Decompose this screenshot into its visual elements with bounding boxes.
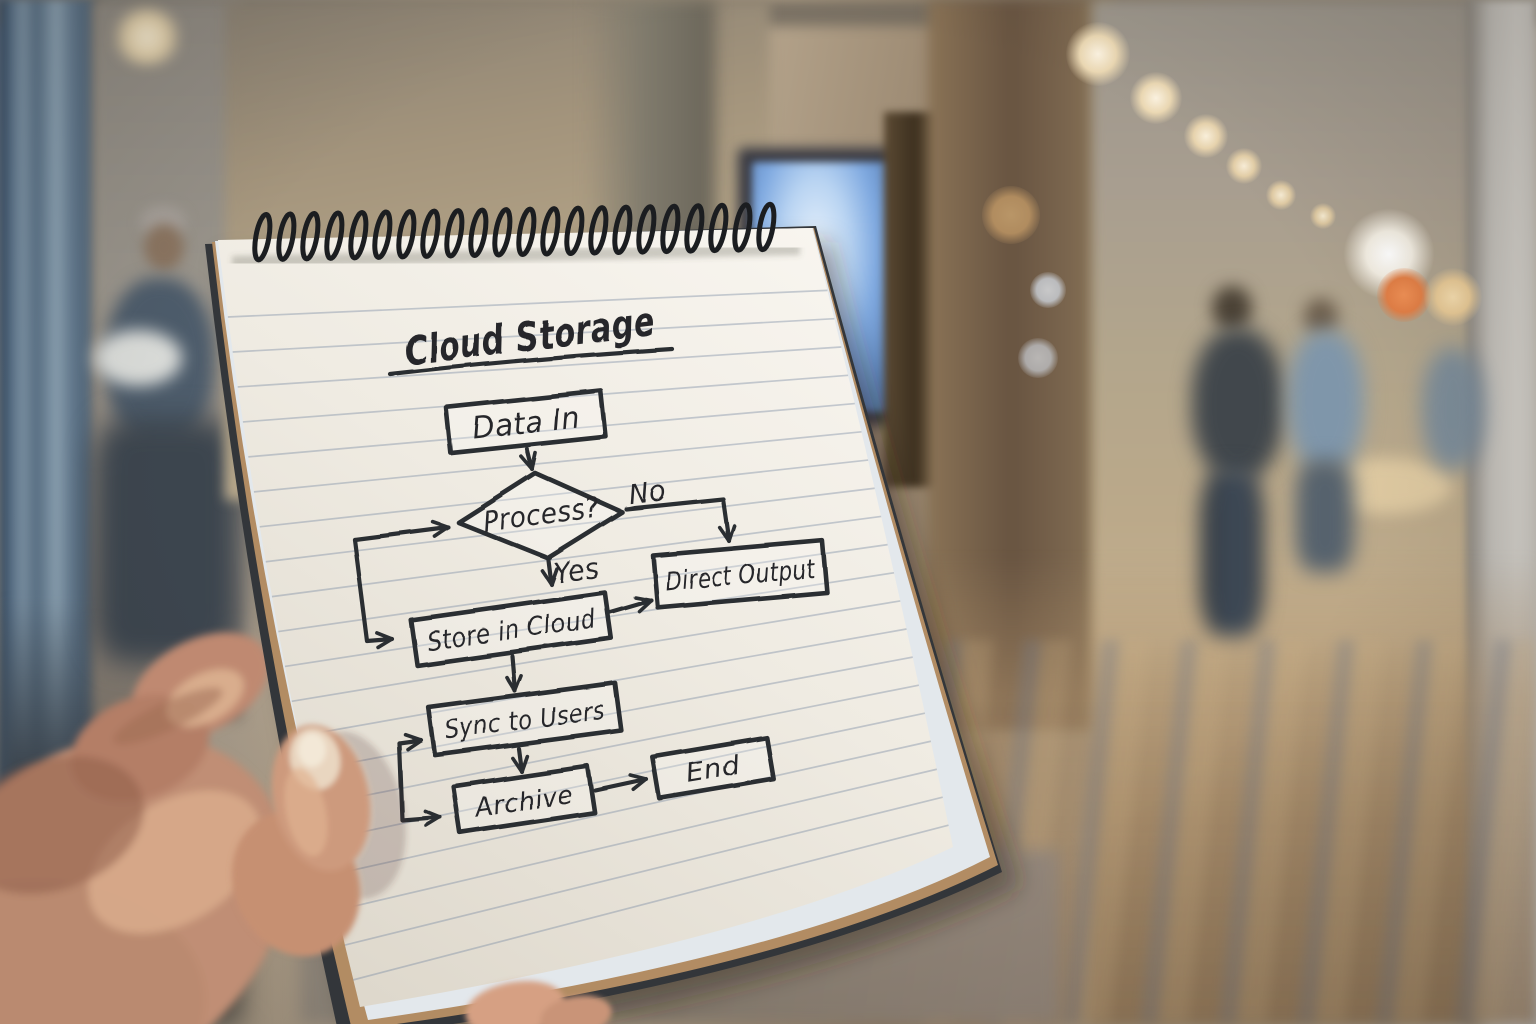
node-direct-output: Direct Output <box>650 538 830 610</box>
node-archive: Archive <box>450 763 597 836</box>
hand-behind-notebook <box>0 632 288 1024</box>
bokeh-light <box>1030 272 1066 308</box>
room-table-papers <box>94 330 182 386</box>
orange-exit-light <box>1377 268 1431 322</box>
walking-person-legs <box>1200 468 1264 636</box>
title-underline <box>387 346 675 377</box>
node-end: End <box>650 735 776 801</box>
flowchart: Cloud Storage Data In Process? Direct Ou… <box>351 299 830 836</box>
seated-person-head <box>144 224 184 270</box>
walking-person-head <box>1304 298 1338 336</box>
bokeh-light <box>1018 338 1058 378</box>
walking-person-body <box>1288 330 1364 472</box>
room-ceiling-light <box>110 8 184 66</box>
ceiling-light-icon <box>1184 114 1228 158</box>
warm-wall-sconce <box>1424 268 1482 326</box>
node-sync-to-users: Sync to Users <box>426 680 624 758</box>
node-data-in: Data In <box>443 388 609 456</box>
edge-lower-loop-to-sync <box>396 732 424 752</box>
ceiling-light-icon <box>1226 148 1262 184</box>
walking-person-body <box>1192 328 1284 480</box>
ceiling-light-icon <box>1266 180 1296 210</box>
hand-in-front <box>231 724 612 1024</box>
edge-store-to-direct-output <box>607 595 654 615</box>
binding-shadow <box>231 243 801 268</box>
node-store-in-cloud: Store in Cloud <box>408 590 614 668</box>
edge-left-loop-to-process <box>351 519 451 542</box>
spiral-binding <box>252 201 777 263</box>
edge-label-no: No <box>627 476 668 511</box>
ceiling-light-icon <box>1310 203 1336 229</box>
ceiling-light-icon <box>1066 22 1130 86</box>
edge-process-to-direct-output-no <box>623 496 736 544</box>
edge-archive-to-end <box>592 773 649 793</box>
edge-store-to-sync <box>504 653 523 694</box>
node-process: Process? <box>455 470 625 561</box>
walking-person-legs <box>1296 460 1354 572</box>
edge-label-yes: Yes <box>552 553 601 589</box>
edge-process-to-store-yes <box>540 557 559 587</box>
bokeh-light <box>982 186 1040 244</box>
walking-person-far <box>1422 348 1484 470</box>
edge-left-loop-to-store <box>351 536 395 650</box>
walking-person-head <box>1212 286 1252 330</box>
edge-sync-to-archive <box>510 745 529 774</box>
ceiling-light-icon <box>1130 72 1182 124</box>
room-dark-furniture <box>94 418 239 663</box>
edge-data-in-to-process <box>519 446 538 472</box>
